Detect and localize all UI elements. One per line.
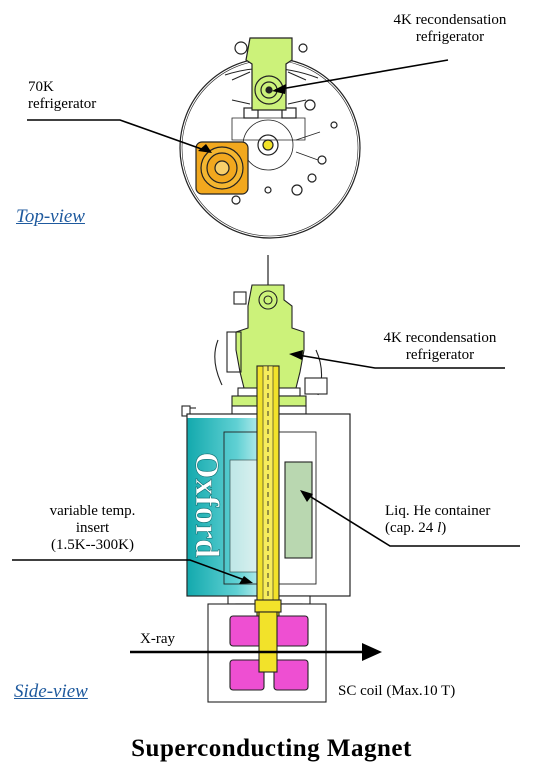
side-view-label: Side-view bbox=[14, 681, 88, 702]
top-view-label: Top-view bbox=[16, 206, 85, 227]
top-4k-label-line1: 4K recondensation bbox=[393, 12, 507, 28]
top-4k-refrigerator bbox=[245, 37, 293, 111]
vti-label: variable temp. insert (1.5K--300K) bbox=[20, 503, 165, 554]
vti-label-line1: variable temp. bbox=[49, 503, 136, 519]
he-container-label-line1: Liq. He container bbox=[385, 503, 491, 519]
side-view-leaders bbox=[12, 353, 520, 583]
side-4k-label-line2: refrigerator bbox=[405, 347, 475, 363]
figure-title: Superconducting Magnet bbox=[131, 735, 412, 762]
oxford-brand: Oxford bbox=[188, 452, 225, 558]
top-valve-icon bbox=[234, 41, 248, 55]
he-capacity-unit: l bbox=[437, 520, 442, 536]
he-capacity-prefix: (cap. 24 bbox=[385, 520, 438, 536]
he-container-label: Liq. He container (cap. 24 l) bbox=[385, 503, 490, 537]
he-container-label-line2: (cap. 24 l) bbox=[385, 520, 490, 537]
top-70k-label: 70K refrigerator bbox=[28, 79, 96, 113]
side-view-drawing bbox=[181, 255, 351, 703]
top-view-drawing bbox=[179, 37, 361, 239]
top-view-leaders bbox=[27, 59, 449, 153]
vti-label-line2: insert bbox=[75, 520, 110, 536]
top-4k-label: 4K recondensation refrigerator bbox=[355, 12, 543, 46]
sc-coil-label: SC coil (Max.10 T) bbox=[338, 683, 456, 699]
xray-label: X-ray bbox=[140, 631, 175, 647]
top-70k-refrigerator bbox=[195, 141, 249, 195]
sc-coil-upper-right bbox=[273, 615, 309, 647]
top-4k-label-line2: refrigerator bbox=[415, 29, 485, 45]
he-capacity-suffix: ) bbox=[441, 520, 447, 536]
vti-label-line3: (1.5K--300K) bbox=[51, 537, 134, 553]
side-he-container bbox=[284, 461, 313, 559]
sc-coil-lower-right bbox=[273, 659, 309, 691]
top-70k-label-line1: 70K bbox=[28, 79, 54, 95]
side-4k-label-line1: 4K recondensation bbox=[383, 330, 497, 346]
side-4k-refrigerator bbox=[235, 284, 305, 389]
sc-coil-lower-left bbox=[229, 659, 265, 691]
side-4k-label: 4K recondensation refrigerator bbox=[345, 330, 535, 364]
xray-beam bbox=[130, 643, 382, 661]
top-70k-label-line2: refrigerator bbox=[28, 96, 97, 112]
